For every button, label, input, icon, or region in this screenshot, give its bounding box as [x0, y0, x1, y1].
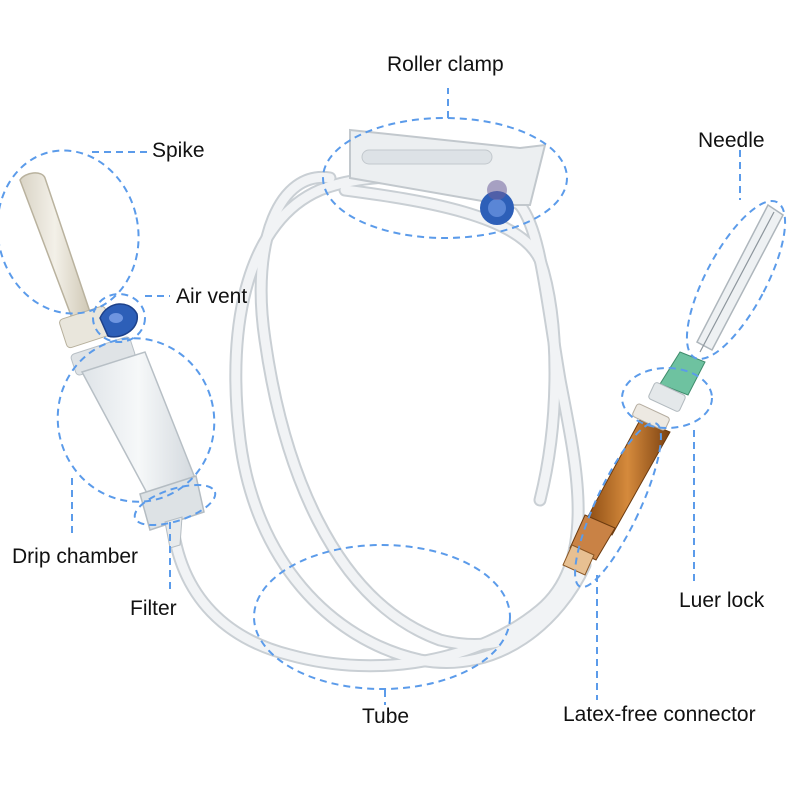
air-vent-device [100, 304, 137, 337]
label-filter: Filter [130, 598, 177, 619]
spike-device [20, 173, 113, 349]
label-luer-lock: Luer lock [679, 590, 764, 611]
label-roller-clamp: Roller clamp [387, 54, 504, 75]
luer-lock-device [648, 352, 705, 412]
label-air-vent: Air vent [176, 286, 247, 307]
label-spike: Spike [152, 140, 205, 161]
label-latex-free-connector: Latex-free connector [563, 704, 756, 725]
callout-needle [668, 150, 800, 372]
tube-body [172, 176, 585, 665]
label-drip-chamber: Drip chamber [12, 546, 138, 567]
label-tube: Tube [362, 706, 409, 727]
tubing [172, 176, 585, 665]
drip-chamber-device [70, 336, 204, 548]
label-needle: Needle [698, 130, 765, 151]
